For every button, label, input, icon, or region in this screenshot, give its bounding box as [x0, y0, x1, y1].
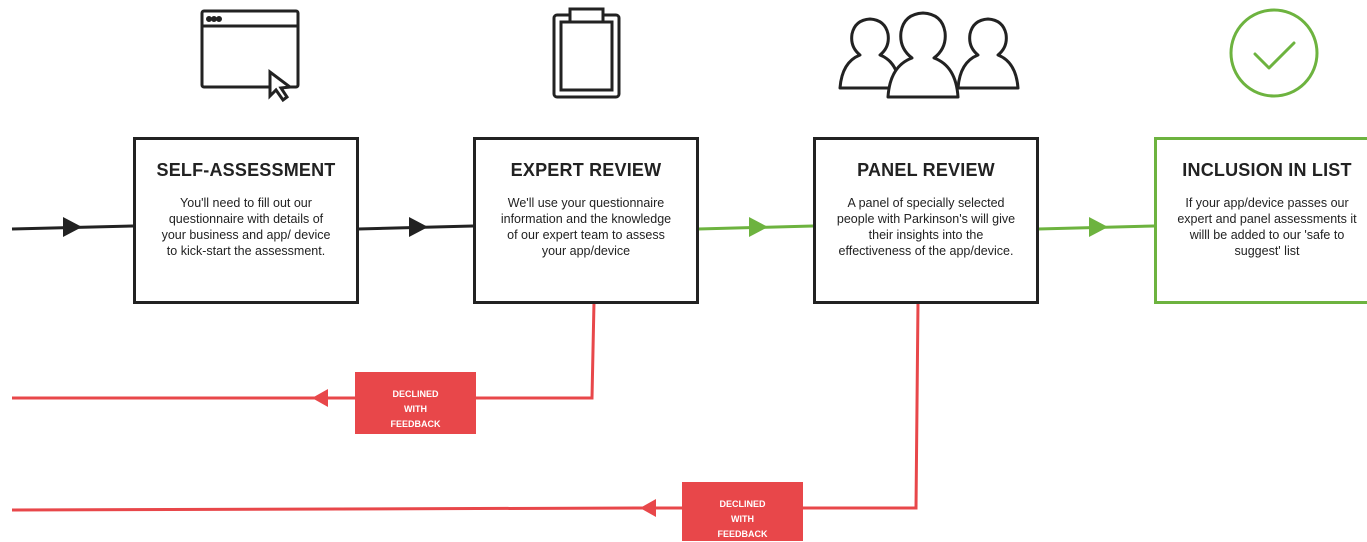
- flow-connector-panel-to-inclusion: [1037, 217, 1155, 237]
- declined-badge-label: DECLINED WITH FEEDBACK: [717, 499, 768, 539]
- step-box-panel-review: PANEL REVIEW A panel of specially select…: [813, 137, 1039, 304]
- people-group-icon: [838, 11, 1020, 99]
- step-box-expert-review: EXPERT REVIEW We'll use your questionnai…: [473, 137, 699, 304]
- step-box-self-assessment: SELF-ASSESSMENT You'll need to fill out …: [133, 137, 359, 304]
- checkmark-circle-icon: [1229, 8, 1319, 98]
- declined-arrow-expert: [312, 389, 328, 407]
- declined-arrow-panel: [640, 499, 656, 517]
- declined-badge-expert: DECLINED WITH FEEDBACK: [355, 372, 476, 434]
- declined-connector-expert: [12, 301, 596, 400]
- flow-connector-start: [11, 217, 134, 237]
- step-title: PANEL REVIEW: [857, 160, 995, 180]
- declined-badge-panel: DECLINED WITH FEEDBACK: [682, 482, 803, 541]
- step-description: You'll need to fill out our questionnair…: [161, 196, 331, 258]
- step-description: We'll use your questionnaire information…: [500, 196, 672, 258]
- step-description: If your app/device passes our expert and…: [1177, 196, 1357, 258]
- clipboard-icon: [552, 7, 621, 99]
- declined-badge-label: DECLINED WITH FEEDBACK: [390, 389, 441, 429]
- browser-window-cursor-icon: [200, 9, 300, 103]
- flow-connector-expert-to-panel: [697, 217, 814, 237]
- step-title: EXPERT REVIEW: [510, 160, 662, 180]
- step-title: INCLUSION IN LIST: [1182, 160, 1352, 180]
- flow-connector-self-to-expert: [357, 217, 474, 237]
- step-box-inclusion-in-list: INCLUSION IN LIST If your app/device pas…: [1154, 137, 1367, 304]
- step-description: A panel of specially selected people wit…: [836, 196, 1016, 258]
- step-title: SELF-ASSESSMENT: [156, 160, 336, 180]
